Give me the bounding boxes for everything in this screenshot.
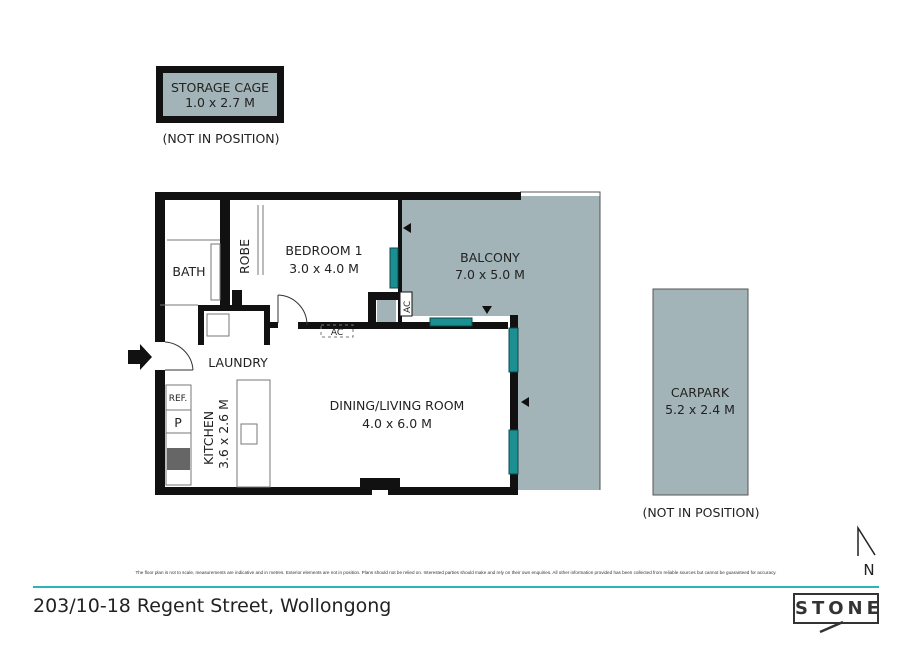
- carpark-note: (NOT IN POSITION): [642, 505, 759, 520]
- ac-label-vertical: AC: [403, 301, 413, 313]
- living-size: 4.0 x 6.0 M: [362, 416, 432, 431]
- carpark-size: 5.2 x 2.4 M: [665, 402, 735, 417]
- balcony: [400, 191, 601, 490]
- storage-label: STORAGE CAGE: [171, 80, 269, 95]
- living-label: DINING/LIVING ROOM: [330, 398, 465, 413]
- bath-label: BATH: [172, 264, 205, 279]
- walls: [155, 192, 521, 495]
- cooktop-icon: [167, 448, 190, 470]
- bedroom-size: 3.0 x 4.0 M: [289, 261, 359, 276]
- kitchen-label: KITCHEN: [201, 411, 216, 465]
- property-address: 203/10-18 Regent Street, Wollongong: [33, 595, 392, 617]
- kitchen-size: 3.6 x 2.6 M: [216, 399, 231, 469]
- ac-unit-box: [377, 300, 396, 322]
- entry-arrow-icon: [128, 344, 152, 370]
- carpark: CARPARK 5.2 x 2.4 M: [652, 288, 749, 496]
- pantry-label: P: [174, 415, 182, 430]
- bedroom-label: BEDROOM 1: [285, 243, 362, 258]
- fixtures: [160, 205, 354, 488]
- north-label: N: [863, 561, 874, 579]
- storage-cage: STORAGE CAGE 1.0 x 2.7 M: [156, 66, 284, 123]
- ref-label: REF.: [169, 394, 188, 404]
- robe-label: ROBE: [237, 239, 252, 274]
- carpark-label: CARPARK: [671, 385, 730, 400]
- north-arrow-icon: N: [857, 525, 876, 579]
- windows: [389, 247, 519, 475]
- balcony-label: BALCONY: [460, 250, 520, 265]
- balcony-size: 7.0 x 5.0 M: [455, 267, 525, 282]
- disclaimer: The floor plan is not to scale, measurem…: [135, 570, 777, 575]
- laundry-label: LAUNDRY: [208, 355, 268, 370]
- storage-size: 1.0 x 2.7 M: [185, 95, 255, 110]
- storage-note: (NOT IN POSITION): [162, 131, 279, 146]
- ac-label: AC: [331, 328, 343, 338]
- brand-logo: STONE: [793, 593, 879, 624]
